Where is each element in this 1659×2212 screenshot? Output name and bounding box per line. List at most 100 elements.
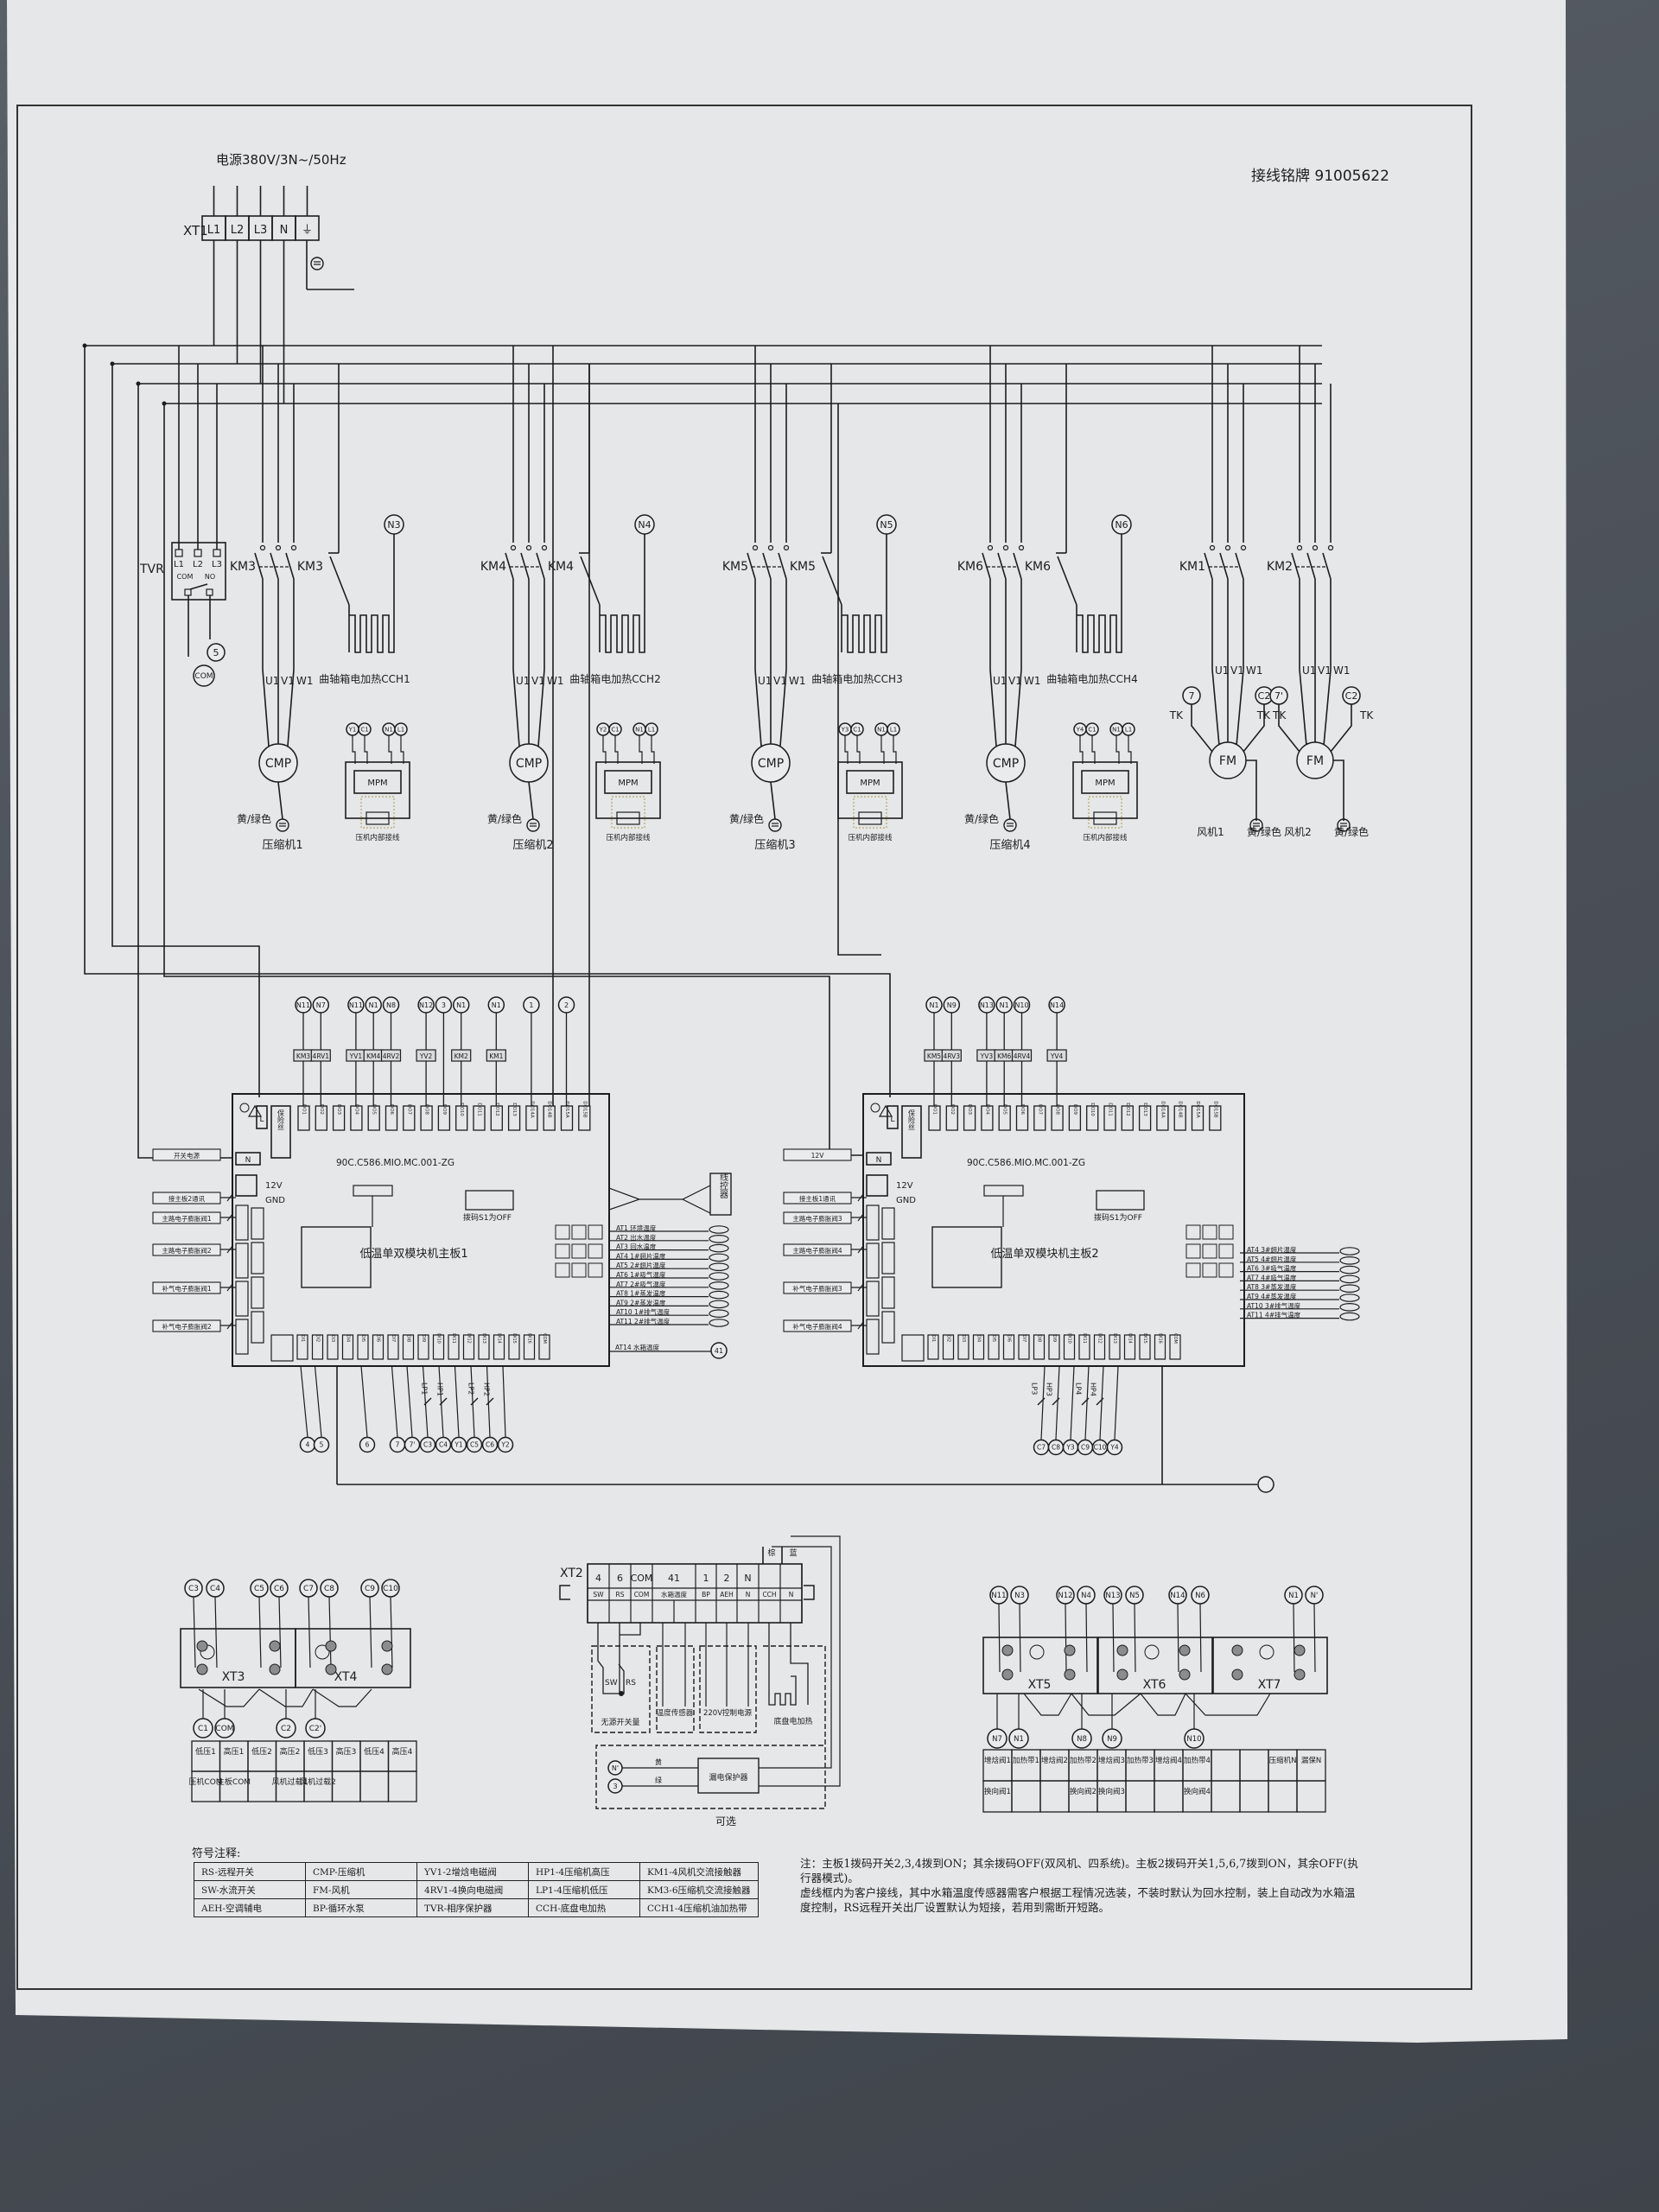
mpm-wire xyxy=(639,735,643,764)
do-pin xyxy=(1156,1105,1169,1131)
contact-blade xyxy=(505,552,514,580)
tk-wire xyxy=(1191,704,1213,753)
pressure-switch-label: HP2 xyxy=(483,1382,491,1396)
board-node-label: N12 xyxy=(419,1001,433,1009)
at-connector xyxy=(555,1224,570,1240)
device-tag xyxy=(451,1049,472,1062)
group-label: 220V控制电源 xyxy=(703,1708,753,1718)
xt567-bottom-node-label: N8 xyxy=(1077,1735,1087,1744)
mpm-node-label: Y1 xyxy=(348,727,357,734)
at-connector xyxy=(588,1262,603,1278)
heater-label: 曲轴箱电加热CCH1 xyxy=(319,672,410,685)
comm-module xyxy=(931,1226,1002,1288)
warning-icon xyxy=(247,1104,263,1117)
do-pin-label: DO4 xyxy=(353,1104,359,1116)
power-supply-label: 电源380V/3N~/50Hz xyxy=(216,152,346,168)
pressure-switch-icon xyxy=(423,1397,432,1406)
di-pin-label: DI5 xyxy=(360,1335,365,1343)
warning-icon xyxy=(239,1103,250,1113)
board1-bottom-node-label: 6 xyxy=(365,1441,370,1449)
tvr-terminal xyxy=(213,549,221,557)
phase-label: V1 xyxy=(1318,664,1332,677)
ground-color-label: 黄/绿色 xyxy=(487,812,522,825)
mpm-label: MPM xyxy=(618,779,638,788)
compressor-motor-icon-label: CMP xyxy=(516,757,542,771)
di-pin xyxy=(341,1334,354,1360)
mounting-hole xyxy=(1144,1644,1160,1660)
legend-cell: KM1-4风机交流接触器 xyxy=(639,1862,759,1881)
di-wire xyxy=(438,1365,444,1438)
mpm-caption: 压机内部接线 xyxy=(848,833,893,842)
leak-wire-color: 绿 xyxy=(655,1777,662,1784)
mpm-node-label: L1 xyxy=(890,727,897,734)
water-tank-sensor-node xyxy=(710,1342,728,1359)
heater-label: 曲轴箱电加热CCH3 xyxy=(811,672,902,685)
di-pin xyxy=(478,1334,490,1360)
legend-cell: SW-水流开关 xyxy=(194,1880,306,1899)
xt2-label: XT2 xyxy=(560,1567,583,1580)
do-pin xyxy=(1173,1105,1186,1131)
xt2-top-label: 41 xyxy=(668,1573,680,1584)
sensor-label: AT9 2#蒸发温度 xyxy=(616,1298,666,1306)
xt5-strip xyxy=(982,1637,1098,1694)
at-connector xyxy=(588,1243,603,1259)
xt34-top-node-label: C10 xyxy=(383,1585,398,1593)
xt4-strip xyxy=(295,1628,411,1688)
board-node-label: N14 xyxy=(1050,1001,1064,1009)
xt567-table-text: 增焓阀2 xyxy=(1041,1756,1068,1765)
contact-blade xyxy=(1204,552,1213,580)
temperature-sensor-icon xyxy=(709,1309,729,1318)
di-pin xyxy=(1018,1334,1030,1360)
do-pin-label: DO12 xyxy=(1125,1103,1130,1116)
sw-label: SW xyxy=(605,1679,618,1688)
legend-cell: HP1-4压缩机高压 xyxy=(528,1862,640,1881)
fan-motor-icon-label: FM xyxy=(1306,754,1324,768)
tvr-contact-label: COM xyxy=(177,573,194,581)
xt567-top-node-label: N14 xyxy=(1170,1592,1185,1600)
heater-node xyxy=(634,514,655,535)
left-connection-label: 补气电子膨胀阀1 xyxy=(162,1284,211,1293)
valve-connector xyxy=(251,1207,264,1240)
ground-wire xyxy=(1333,760,1344,821)
di-pin-label: DI3 xyxy=(961,1335,966,1343)
xt34-table-text: 低压2 xyxy=(251,1746,272,1757)
do-pin-label: DO6 xyxy=(389,1104,394,1116)
l-pin xyxy=(256,1105,268,1129)
mpm-wire xyxy=(880,735,885,764)
do-pin xyxy=(1068,1105,1082,1131)
board-node-label: N10 xyxy=(1014,1001,1028,1009)
di-pin xyxy=(448,1334,460,1360)
do-pin-label: DO14A xyxy=(1160,1101,1165,1118)
passive-switch-group xyxy=(591,1645,651,1733)
mpm-wire xyxy=(400,735,404,764)
valve-connector xyxy=(866,1243,880,1279)
contact-blade xyxy=(747,552,756,580)
di-pin xyxy=(927,1334,939,1360)
di-pin xyxy=(1109,1334,1121,1360)
ground-color-label: 黄/绿色 xyxy=(1334,825,1369,838)
di-pin-label: DI10 xyxy=(1067,1333,1072,1344)
board-node-label: N11 xyxy=(349,1001,363,1009)
board1-bottom-node xyxy=(481,1436,499,1453)
device-tag-label: KM3 xyxy=(296,1052,310,1060)
board-node-label: N11 xyxy=(296,1001,310,1009)
do-pin xyxy=(403,1105,416,1131)
terminal-screw xyxy=(1294,1644,1306,1656)
terminal-screw xyxy=(1116,1669,1128,1681)
di-pin xyxy=(1123,1334,1136,1360)
crankcase-heater-icon xyxy=(841,533,887,653)
do-pin-label: DO12 xyxy=(494,1103,499,1116)
valve-connector xyxy=(866,1319,880,1355)
mpm-wire xyxy=(364,735,368,764)
mpm-inner xyxy=(846,770,894,794)
mpm-internal-box xyxy=(611,796,645,829)
xt567-top-node-label: N3 xyxy=(1014,1592,1025,1600)
valve-connector xyxy=(251,1242,264,1274)
do-pin-label: DO15A xyxy=(564,1101,569,1118)
di-pin xyxy=(311,1334,324,1360)
legend-title: 符号注释: xyxy=(192,1847,241,1860)
phase-label: W1 xyxy=(1024,675,1041,687)
contact-terminal xyxy=(1327,544,1334,551)
legend-cell: CMP-压缩机 xyxy=(305,1862,417,1881)
